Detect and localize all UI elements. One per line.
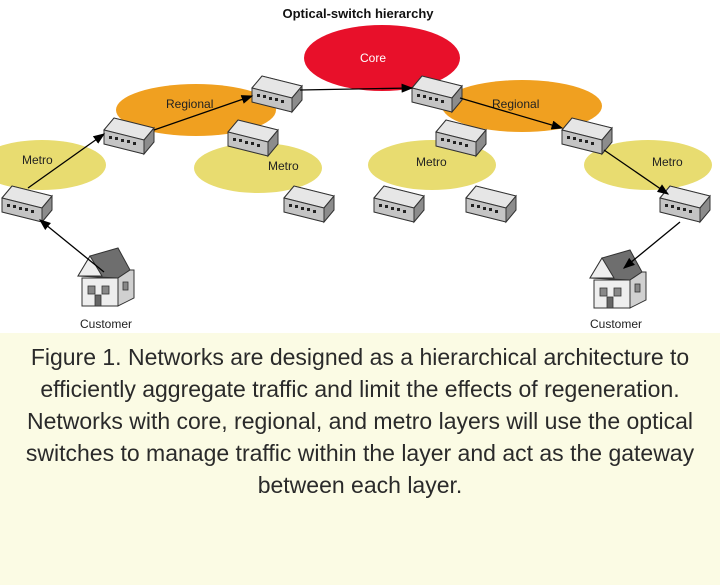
core-ellipse — [304, 25, 460, 91]
regional-right-label: Regional — [492, 97, 539, 111]
arrow-icon — [27, 133, 106, 189]
arrow-icon — [603, 149, 670, 195]
caption-box: Figure 1. Networks are designed as a hie… — [0, 333, 720, 585]
core-label: Core — [360, 51, 386, 65]
optical-switch-hierarchy-diagram: Optical-switch hierarchy Core Regional R… — [0, 6, 712, 331]
diagram-canvas: Optical-switch hierarchy Core Regional R… — [0, 6, 712, 331]
arrow-icon — [38, 219, 105, 273]
optical-switch-icon — [465, 185, 517, 223]
metro-4-ellipse — [584, 140, 712, 190]
metro-2-ellipse — [194, 143, 322, 193]
metro-2-label: Metro — [268, 159, 299, 173]
arrow-icon — [622, 221, 681, 269]
optical-switch-icon — [1, 185, 53, 223]
customer-left-label: Customer — [80, 317, 132, 331]
metro-3-label: Metro — [416, 155, 447, 169]
house-icon — [77, 247, 135, 307]
regional-left-label: Regional — [166, 97, 213, 111]
optical-switch-icon — [561, 117, 613, 155]
optical-switch-icon — [659, 185, 711, 223]
arrow-icon — [459, 97, 564, 130]
house-icon — [589, 249, 647, 309]
diagram-title: Optical-switch hierarchy — [283, 6, 435, 21]
metro-1-ellipse — [0, 140, 106, 190]
regional-right-ellipse — [442, 80, 602, 132]
arrow-icon — [299, 83, 414, 93]
figure-caption: Figure 1. Networks are designed as a hie… — [25, 344, 695, 498]
metro-4-label: Metro — [652, 155, 683, 169]
metro-1-label: Metro — [22, 153, 53, 167]
optical-switch-icon — [373, 185, 425, 223]
arrow-icon — [153, 95, 254, 131]
customer-right-label: Customer — [590, 317, 642, 331]
optical-switch-icon — [283, 185, 335, 223]
optical-switch-icon — [411, 75, 463, 113]
